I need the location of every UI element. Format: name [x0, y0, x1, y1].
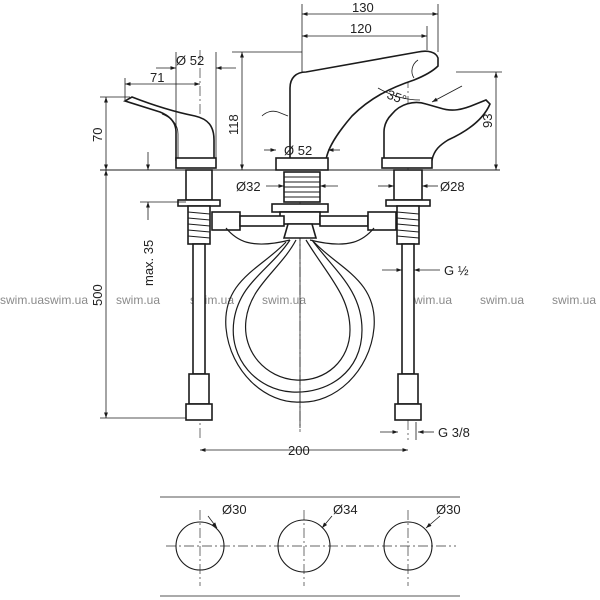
dim-71-label: 71: [150, 70, 164, 85]
dim-hole-30-left-label: Ø30: [222, 502, 247, 517]
spout-shank: [271, 171, 329, 428]
dimension-handle-width: 71: [124, 70, 200, 100]
dim-200-label: 200: [288, 443, 310, 458]
right-valve-assembly: [385, 169, 431, 421]
flexible-hoses: [225, 227, 375, 403]
dimension-thread-g-3-8: G 3/8: [380, 422, 470, 440]
dim-32-label: Ø32: [236, 179, 261, 194]
dim-93-label: 93: [480, 114, 495, 128]
dim-120-label: 120: [350, 21, 372, 36]
watermark: swim.ua: [116, 293, 160, 307]
watermark: swim.ua: [0, 293, 44, 307]
spout: [261, 50, 439, 171]
dim-28-label: Ø28: [440, 179, 465, 194]
dimension-spout-angle: 35°: [377, 85, 463, 108]
dim-max-35-label: max. 35: [141, 240, 156, 286]
dimension-max-35: max. 35: [140, 152, 186, 286]
dim-handle-dia-label: Ø 52: [176, 53, 204, 68]
watermark: swim.ua: [480, 293, 524, 307]
watermark: swim.ua: [262, 293, 306, 307]
dim-500-label: 500: [90, 284, 105, 306]
dim-70-label: 70: [90, 128, 105, 142]
dim-hole-30-right-label: Ø30: [436, 502, 461, 517]
dimension-right-shank: Ø28: [378, 179, 465, 194]
dim-118-label: 118: [226, 114, 241, 135]
dim-hole-34-label: Ø34: [333, 502, 358, 517]
deck-hole-right: [383, 521, 433, 571]
dim-angle-label: 35°: [385, 87, 409, 108]
dim-130-label: 130: [352, 0, 374, 15]
watermark: swim.ua: [44, 293, 88, 307]
dim-g-half-label: G ½: [444, 263, 469, 278]
dimension-centres: 200: [200, 443, 408, 458]
dim-spout-base-label: Ø 52: [284, 143, 312, 158]
side-connectors: [211, 211, 397, 231]
deck-hole-middle: [277, 519, 331, 573]
dimension-hose-length: 500: [90, 170, 186, 419]
watermark: swim.ua: [408, 293, 452, 307]
dimension-thread-g-half: G ½: [382, 263, 469, 278]
dimension-top-width: 130 120: [301, 0, 439, 72]
dimension-handle-diameter: Ø 52: [156, 52, 236, 158]
left-handle: [123, 96, 217, 169]
dimension-spout-height: 118: [226, 51, 302, 170]
watermark: swim.ua: [552, 293, 596, 307]
deck-holes-plan: Ø30 Ø34 Ø30: [160, 496, 461, 597]
dimension-spout-shank: Ø32: [236, 179, 338, 194]
right-handle: [381, 99, 491, 169]
dim-g-3-8-label: G 3/8: [438, 425, 470, 440]
left-valve-assembly: [177, 169, 221, 421]
dimension-right-handle-height: 93: [456, 71, 502, 170]
deck-hole-left: [175, 521, 225, 571]
dimension-spout-base: Ø 52: [264, 143, 340, 158]
dimension-handle-height: 70: [90, 96, 130, 170]
